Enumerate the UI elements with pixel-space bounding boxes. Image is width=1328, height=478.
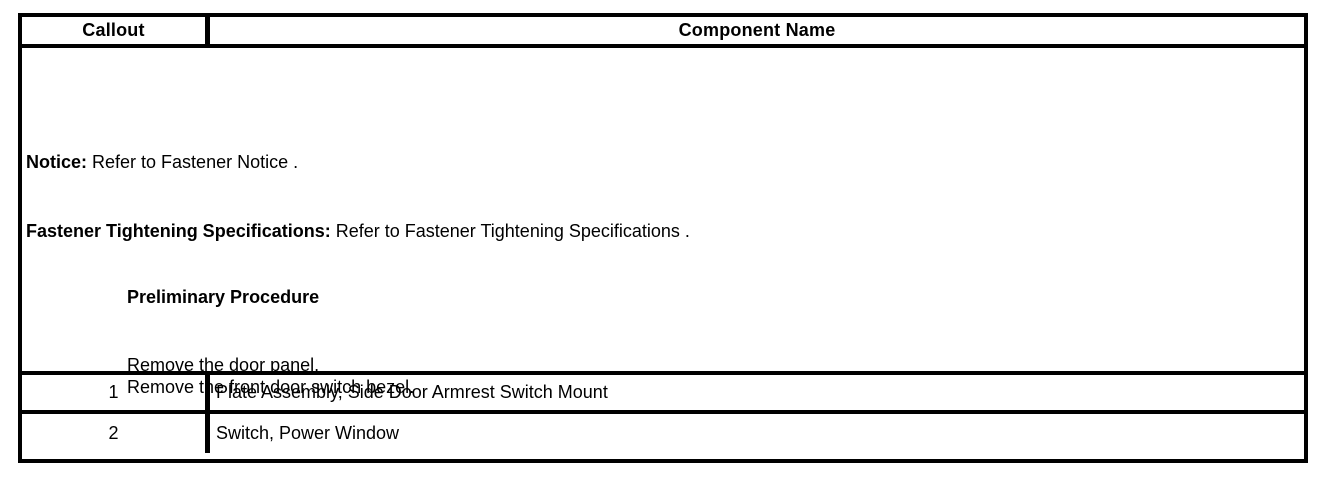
- table-row: 1 Plate Assembly, Side Door Armrest Swit…: [22, 375, 1304, 414]
- header-cell-component-name: Component Name: [210, 17, 1304, 44]
- header-cell-callout: Callout: [22, 17, 210, 44]
- header-label-component-name: Component Name: [678, 20, 836, 40]
- preliminary-step-1: Remove the door panel.: [127, 355, 320, 375]
- cell-callout-number: 2: [22, 414, 210, 453]
- component-name: Plate Assembly, Side Door Armrest Switch…: [216, 382, 608, 402]
- notice-text: Refer to Fastener Notice .: [87, 152, 299, 172]
- header-label-callout: Callout: [82, 20, 145, 40]
- preliminary-procedure-heading: Preliminary Procedure: [127, 287, 320, 307]
- callout-number: 2: [108, 423, 119, 443]
- cell-callout-number: 1: [22, 375, 210, 410]
- component-name: Switch, Power Window: [216, 423, 400, 443]
- cell-component-name: Switch, Power Window: [210, 414, 1304, 453]
- table-inner: Callout Component Name Notice: Refer to …: [22, 17, 1304, 459]
- fastener-spec-line: Fastener Tightening Specifications: Refe…: [26, 220, 690, 242]
- fastener-spec-label: Fastener Tightening Specifications:: [26, 221, 331, 241]
- notice-label: Notice:: [26, 152, 88, 172]
- fastener-spec-text: Refer to Fastener Tightening Specificati…: [330, 221, 690, 241]
- cell-component-name: Plate Assembly, Side Door Armrest Switch…: [210, 375, 1304, 410]
- table-row: 2 Switch, Power Window: [22, 414, 1304, 453]
- callout-number: 1: [108, 382, 119, 402]
- table-header-row: Callout Component Name: [22, 17, 1304, 48]
- notice-line: Notice: Refer to Fastener Notice .: [26, 151, 298, 173]
- table-notes-row: Notice: Refer to Fastener Notice . Faste…: [22, 48, 1304, 397]
- preliminary-step-2: Remove the front door switch bezel.: [127, 377, 415, 397]
- component-callout-table: Callout Component Name Notice: Refer to …: [18, 13, 1308, 463]
- notes-body: Notice: Refer to Fastener Notice . Faste…: [22, 48, 1304, 397]
